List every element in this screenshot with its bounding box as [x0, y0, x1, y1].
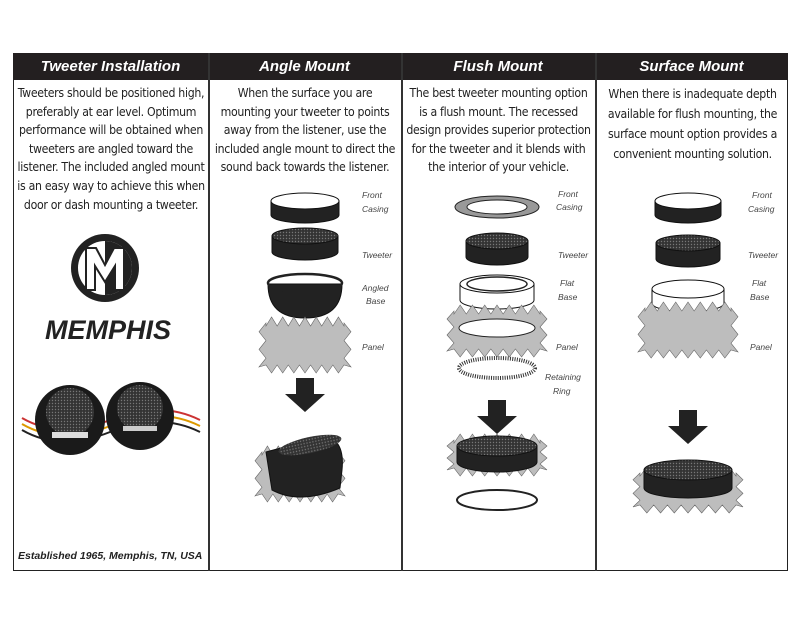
label-tweeter: Tweeter: [558, 250, 589, 260]
retaining-ring-result: [456, 489, 538, 511]
flat-base-inner: [466, 276, 528, 292]
label-angled: Angled: [362, 283, 389, 293]
label-front: Front: [752, 190, 772, 200]
panel: [258, 316, 352, 374]
down-arrow-icon: [477, 400, 517, 434]
retaining-ring: [457, 356, 537, 380]
tweeter-top: [271, 227, 339, 245]
surface-mount-text: When there is inadequate depth available…: [607, 87, 778, 161]
tweeter-photo-left-mesh: [46, 388, 94, 436]
established-footer: Established 1965, Memphis, TN, USA: [18, 550, 203, 562]
label-panel: Panel: [750, 342, 772, 352]
label-panel: Panel: [362, 342, 384, 352]
label-ring: Ring: [553, 386, 571, 396]
flat-base-top: [651, 279, 725, 299]
front-casing-hole: [466, 199, 528, 215]
label-front: Front: [362, 190, 382, 200]
panel-hole: [458, 318, 536, 338]
tweeter-photo-right-badge: [123, 426, 157, 431]
label-panel: Panel: [556, 342, 578, 352]
divider: [401, 53, 403, 571]
label-base: Base: [366, 296, 386, 306]
label-casing: Casing: [556, 202, 583, 212]
label-base: Base: [750, 292, 770, 302]
memphis-wordmark: MEMPHIS: [44, 315, 171, 345]
label-tweeter: Tweeter: [748, 250, 779, 260]
header-angle-mount: Angle Mount: [208, 53, 401, 80]
angled-base-rim: [266, 272, 344, 294]
label-retaining: Retaining: [545, 372, 581, 382]
header-surface-mount: Surface Mount: [595, 53, 788, 80]
label-flat: Flat: [560, 278, 575, 288]
panel: [637, 301, 739, 359]
label-casing: Casing: [362, 204, 389, 214]
header-tweeter-installation: Tweeter Installation: [13, 53, 208, 80]
header-flush-mount: Flush Mount: [401, 53, 595, 80]
angled-tweeter-mesh: [278, 434, 342, 456]
down-arrow-icon: [285, 378, 325, 412]
front-casing-top: [270, 192, 340, 210]
tweeter-top: [465, 232, 529, 250]
intro-text: Tweeters should be positioned high, pref…: [17, 86, 205, 212]
flush-tweeter-result-top: [456, 435, 538, 457]
label-flat: Flat: [752, 278, 767, 288]
memphis-logo-m: [85, 247, 125, 291]
divider: [208, 53, 210, 571]
label-casing: Casing: [748, 204, 775, 214]
front-casing-top: [654, 192, 722, 210]
down-arrow-icon: [668, 410, 708, 444]
divider: [595, 53, 597, 571]
tweeter-top: [655, 234, 721, 252]
surface-tweeter-result-top: [643, 459, 733, 481]
label-front: Front: [558, 189, 578, 199]
angle-mount-text: When the surface you are mounting your t…: [214, 86, 396, 175]
label-tweeter: Tweeter: [362, 250, 393, 260]
flush-mount-text: The best tweeter mounting option is a fl…: [406, 86, 591, 175]
tweeter-photo-right-mesh: [117, 385, 163, 431]
label-base: Base: [558, 292, 578, 302]
tweeter-photo-left-badge: [52, 432, 88, 438]
flat-base-top: [459, 274, 535, 294]
